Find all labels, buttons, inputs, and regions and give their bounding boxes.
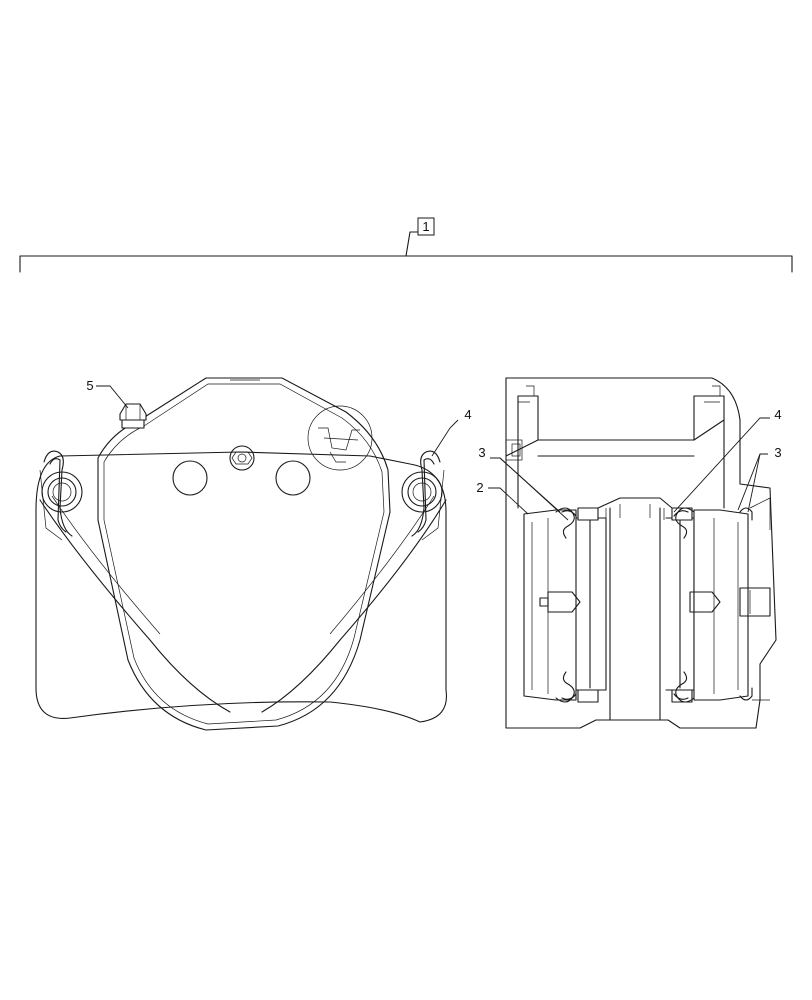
callout-2: 2 xyxy=(476,480,529,515)
detail-inset xyxy=(307,405,373,471)
callout-4-left-label: 4 xyxy=(464,407,471,422)
center-bolt xyxy=(229,445,255,471)
callout-2-label: 2 xyxy=(476,480,483,495)
callout-5: 5 xyxy=(86,378,129,409)
callout-1-label: 1 xyxy=(422,219,429,234)
bleeder-screw xyxy=(119,403,147,429)
brake-disc xyxy=(597,497,673,721)
callout-3-left: 3 xyxy=(478,445,569,521)
callout-4-right-view: 4 xyxy=(673,407,782,513)
callout-3-right-label: 3 xyxy=(774,445,781,460)
anti-rattle-spring-lower-left xyxy=(555,671,577,703)
spring-clips-right xyxy=(739,507,753,701)
callout-4-left-view: 4 xyxy=(431,407,472,457)
anti-rattle-spring-upper-left xyxy=(555,507,577,539)
brake-pad-right xyxy=(665,507,749,703)
caliper-section-view xyxy=(505,377,777,729)
caliper-front-view xyxy=(35,377,448,731)
callout-4-right-label: 4 xyxy=(774,407,781,422)
assembly-bracket xyxy=(19,231,793,273)
anti-rattle-spring-lower-right xyxy=(673,671,695,703)
callout-5-label: 5 xyxy=(86,378,93,393)
callout-3-right: 3 xyxy=(737,445,782,513)
brake-pad-left xyxy=(523,507,607,703)
callout-3-left-label: 3 xyxy=(478,445,485,460)
guide-pin-right xyxy=(401,450,445,541)
anti-rattle-spring-upper-right xyxy=(673,507,695,539)
callout-1-box: 1 xyxy=(417,217,435,236)
guide-pin-left xyxy=(39,450,83,541)
